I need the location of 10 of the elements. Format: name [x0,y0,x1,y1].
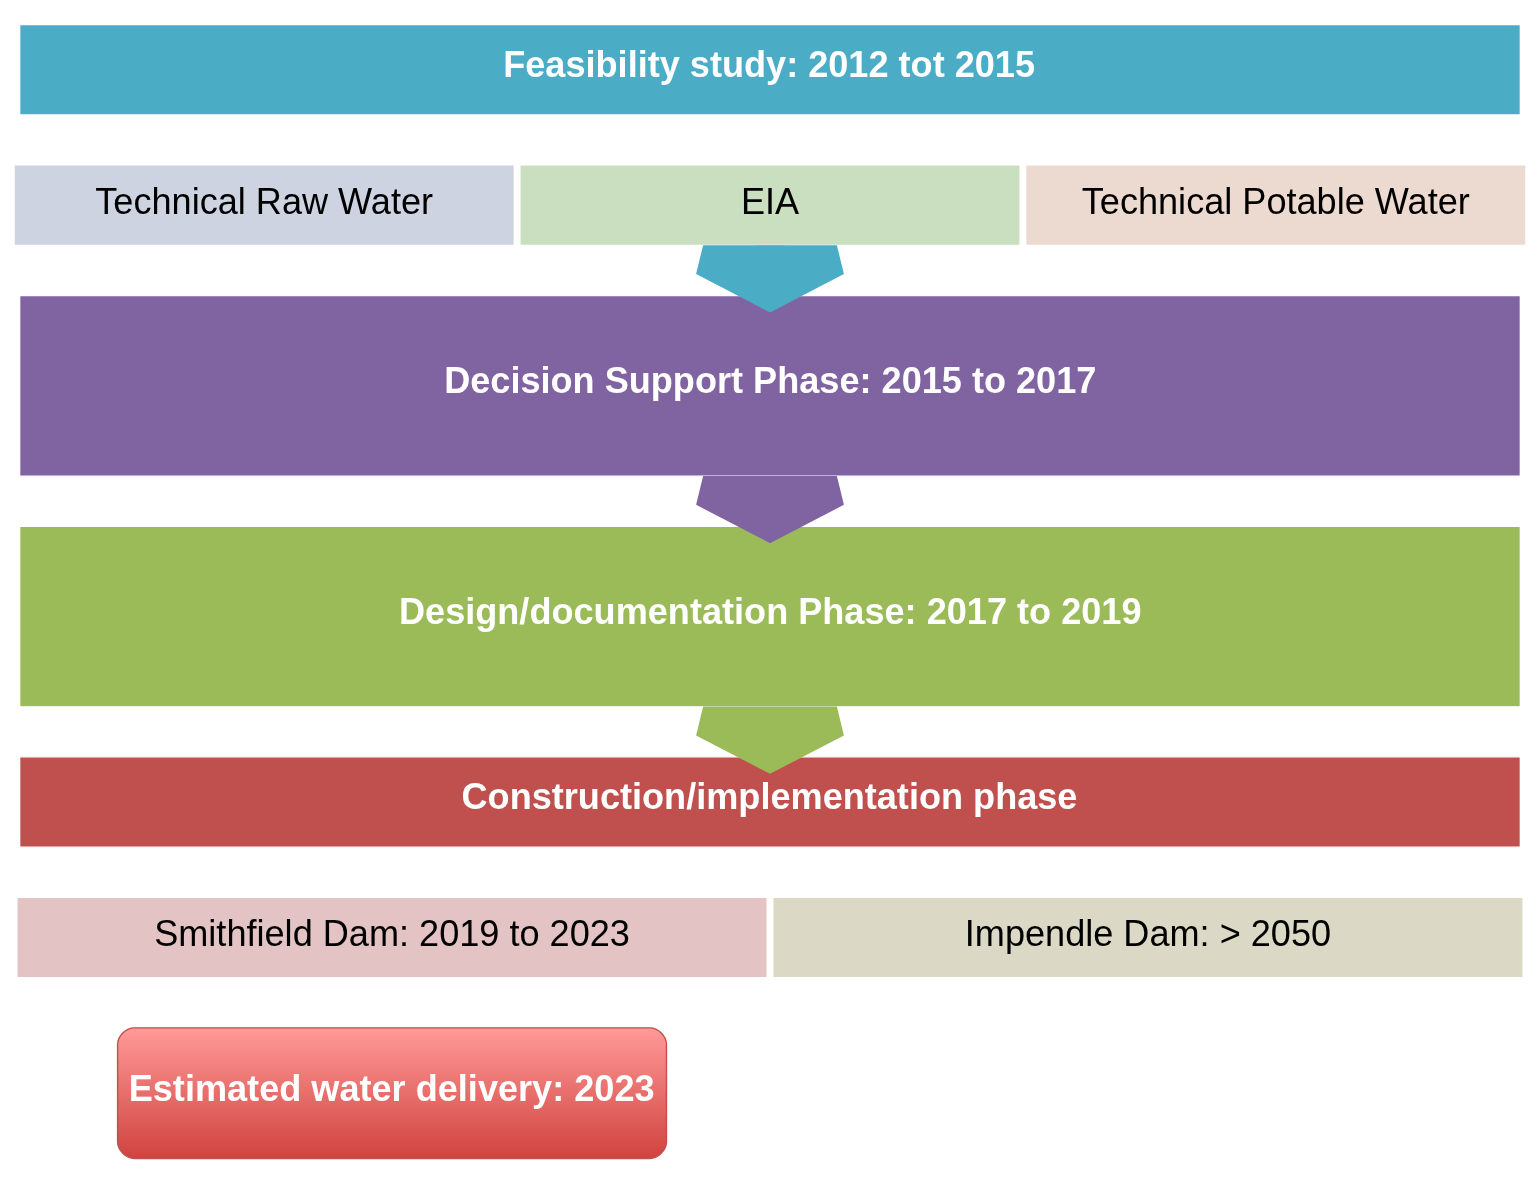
node-box: EIA [519,163,1021,246]
node-box: Construction/implementation phase [18,755,1522,848]
node-box: Technical Raw Water [13,163,515,246]
node-box: Smithfield Dam: 2019 to 2023 [16,896,768,978]
node-box: Technical Potable Water [1025,163,1527,246]
node-box: Feasibility study: 2012 tot 2015 [18,23,1522,116]
node-box: Estimated water delivery: 2023 [116,1026,668,1159]
node-box: Impendle Dam: > 2050 [772,896,1524,978]
node-box: Decision Support Phase: 2015 to 2017 [18,294,1522,477]
node-box: Design/documentation Phase: 2017 to 2019 [18,525,1522,708]
